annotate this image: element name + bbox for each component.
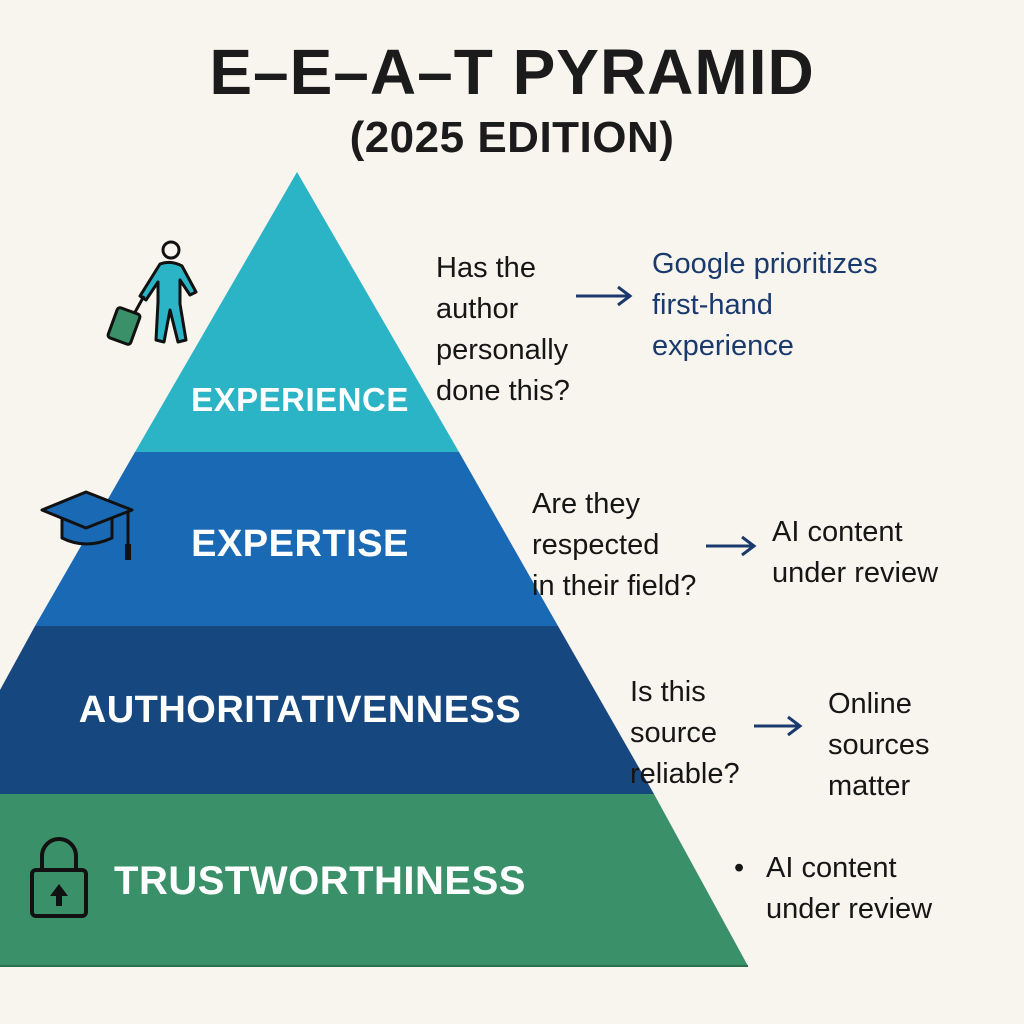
arrow-right-icon: [754, 715, 803, 737]
arrow-right-icon: [576, 285, 633, 307]
tier-trustworthiness-shape: [0, 794, 748, 966]
experience-note: Google prioritizes first-hand experience: [652, 248, 878, 362]
tier-authoritativeness-shape: [0, 626, 654, 794]
tier-label-expertise: EXPERTISE: [191, 523, 409, 565]
trustworthiness-note: AI content under review: [766, 852, 933, 925]
graduation-cap-icon: [40, 490, 134, 560]
tier-label-experience: EXPERIENCE: [191, 381, 409, 418]
tier-label-authoritativeness: AUTHORITATIVENNESS: [78, 689, 522, 731]
expertise-question: Are they respected in their field?: [532, 488, 697, 602]
expertise-note: AI content under review: [772, 516, 939, 589]
arrow-right-icon: [706, 535, 757, 557]
padlock-icon: [30, 837, 88, 918]
experience-question: Has the author personally done this?: [436, 252, 570, 407]
tier-expertise-shape: [35, 452, 558, 626]
authoritativeness-question: Is this source reliable?: [630, 676, 740, 790]
tier-experience-shape: [135, 172, 459, 452]
page-title: E–E–A–T PYRAMID: [209, 36, 815, 108]
traveler-with-suitcase-icon: [106, 240, 198, 346]
page-subtitle: (2025 EDITION): [349, 113, 675, 162]
trustworthiness-bullet: •: [734, 852, 745, 884]
tier-label-trustworthiness: TRUSTWORTHINESS: [114, 859, 526, 903]
authoritativeness-note: Online sources matter: [828, 688, 930, 802]
